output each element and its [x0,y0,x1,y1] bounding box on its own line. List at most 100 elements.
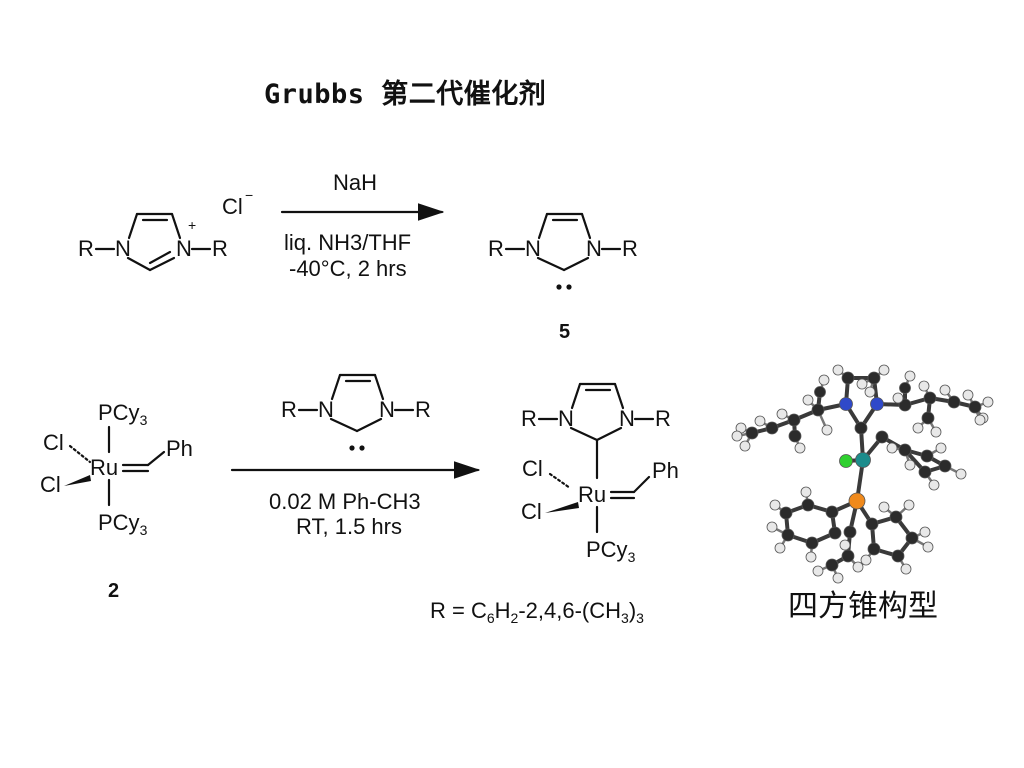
pcy3-ligand: PCy3 [586,537,636,565]
model-hydrogen-atom [930,426,942,438]
model-carbon-atom [947,395,961,409]
model-hydrogen-atom [805,551,817,563]
nitrogen-atom-right: N [586,236,602,261]
model-carbon-atom [867,542,881,556]
model-carbon-atom [875,430,889,444]
model-hydrogen-atom [766,521,778,533]
model-hydrogen-atom [860,554,872,566]
phenyl-group: Ph [166,436,193,461]
chlorine-atom-lower: Cl [521,499,542,524]
model-phosphorus-atom [848,492,866,510]
compound-label-5: 5 [559,321,570,343]
lone-pair-dot [556,284,562,290]
model-hydrogen-atom [903,499,915,511]
model-carbon-atom [923,391,937,405]
model-carbon-atom [787,413,801,427]
model-carbon-atom [779,506,793,520]
model-carbon-atom [968,400,982,414]
model-carbon-atom [854,421,868,435]
model-carbon-atom [898,398,912,412]
lone-pair-dot [359,445,365,451]
model-carbon-atom [899,382,911,394]
r-group-definition: R = C6H2-2,4,6-(CH3)3 [430,598,644,626]
model-hydrogen-atom [739,440,751,452]
model-hydrogen-atom [769,499,781,511]
chlorine-atom-upper: Cl [522,456,543,481]
model-hydrogen-atom [731,430,743,442]
model-hydrogen-atom [900,563,912,575]
model-carbon-atom [805,536,819,550]
model-hydrogen-atom [832,364,844,376]
r-group-left: R [521,406,537,431]
model-carbon-atom [825,505,839,519]
phenyl-group: Ph [652,458,679,483]
model-hydrogen-atom [852,561,864,573]
model-carbon-atom [920,449,934,463]
model-hydrogen-atom [856,378,868,390]
model-hydrogen-atom [821,424,833,436]
model-ruthenium-atom [855,452,871,468]
nitrogen-atom-left: N [525,236,541,261]
reagent-above-arrow: NaH [333,170,377,195]
model-carbon-atom [841,549,855,563]
model-hydrogen-atom [839,539,851,551]
slide-title: Grubbs 第二代催化剂 [264,79,547,110]
model-carbon-atom [801,498,815,512]
model-nitrogen-atom [870,397,884,411]
r-group-right: R [415,397,431,422]
model-hydrogen-atom [904,370,916,382]
nitrogen-atom-right: N [379,397,395,422]
ball-and-stick-model [731,364,994,584]
lone-pair-dot [349,445,355,451]
model-hydrogen-atom [912,422,924,434]
model-carbon-atom [765,421,779,435]
model-hydrogen-atom [832,572,844,584]
model-carbon-atom [814,386,826,398]
model-hydrogen-atom [919,526,931,538]
r-group-left: R [488,236,504,261]
negative-charge: − [245,187,253,203]
model-hydrogen-atom [928,479,940,491]
nitrogen-atom-left: N [558,406,574,431]
chlorine-atom-lower: Cl [40,472,61,497]
model-hydrogen-atom [982,396,994,408]
model-hydrogen-atom [955,468,967,480]
model-carbon-atom [828,526,842,540]
model-carbon-atom [811,403,825,417]
model-hydrogen-atom [935,442,947,454]
lone-pair-dot [566,284,572,290]
model-hydrogen-atom [892,392,904,404]
compound-label-2: 2 [108,580,119,602]
reaction1-conditions-line2: -40°C, 2 hrs [289,256,407,281]
model-hydrogen-atom [864,386,876,398]
pcy3-bottom-ligand: PCy3 [98,510,148,538]
model-nitrogen-atom [839,397,853,411]
imidazolium-salt: R N N + R Cl − [78,187,253,272]
carbene-reagent-above-arrow: R N N R [281,373,431,451]
r-group-left: R [281,397,297,422]
pcy3-top-ligand: PCy3 [98,400,148,428]
model-hydrogen-atom [812,565,824,577]
chloride-counterion: Cl [222,194,243,219]
model-carbon-atom [841,371,855,385]
model-hydrogen-atom [776,408,788,420]
model-carbon-atom [905,531,919,545]
model-hydrogen-atom [802,394,814,406]
model-carbon-atom [891,549,905,563]
grubbs-first-gen-complex-2: PCy3 Cl Ru Ph Cl PCy3 2 [40,400,193,602]
r-group-right: R [212,236,228,261]
model-hydrogen-atom [886,442,898,454]
model-hydrogen-atom [818,374,830,386]
model-carbon-atom [889,510,903,524]
grubbs-second-gen-complex: R N N R Cl Ru Ph Cl PCy3 [521,382,679,565]
model-hydrogen-atom [974,414,986,426]
model-carbon-atom [825,558,839,572]
model-hydrogen-atom [918,380,930,392]
free-carbene-5: R N N R 5 [488,212,638,343]
ruthenium-atom: Ru [578,482,606,507]
wedge-bond [545,502,579,513]
model-carbon-atom [843,525,857,539]
model-carbon-atom [781,528,795,542]
chlorine-atom-upper: Cl [43,430,64,455]
